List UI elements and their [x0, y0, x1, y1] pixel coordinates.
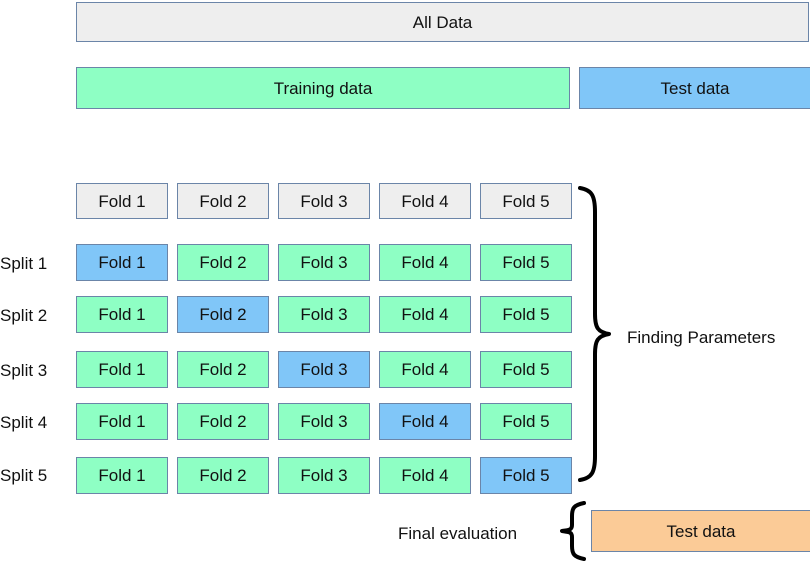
split-label-3: Split 3	[0, 361, 48, 380]
split-2-fold-2: Fold 2	[177, 296, 269, 333]
split-label-5: Split 5	[0, 466, 48, 485]
split-2-fold-4-label: Fold 4	[401, 305, 449, 324]
final-evaluation-label: Final evaluation	[398, 524, 518, 543]
header-fold-1: Fold 1	[76, 183, 168, 219]
split-4-fold-4: Fold 4	[379, 403, 471, 440]
split-3-fold-5: Fold 5	[480, 351, 572, 388]
split-1-fold-5-label: Fold 5	[502, 253, 550, 272]
split-3-fold-2: Fold 2	[177, 351, 269, 388]
final-evaluation-brace	[560, 501, 586, 561]
split-2-fold-3: Fold 3	[278, 296, 370, 333]
finding-parameters-brace	[578, 186, 611, 482]
finding-parameters-label: Finding Parameters	[627, 328, 776, 347]
split-1-fold-2-label: Fold 2	[199, 253, 247, 272]
split-3-fold-5-label: Fold 5	[502, 360, 550, 379]
all-data-label: All Data	[412, 12, 473, 32]
split-label-2: Split 2	[0, 306, 48, 325]
split-4-fold-4-label: Fold 4	[401, 412, 449, 431]
header-fold-2: Fold 2	[177, 183, 269, 219]
split-5-fold-1: Fold 1	[76, 457, 168, 494]
split-1-fold-2: Fold 2	[177, 244, 269, 281]
split-5-fold-5-label: Fold 5	[502, 466, 550, 485]
split-3-fold-4: Fold 4	[379, 351, 471, 388]
split-4-fold-3-label: Fold 3	[300, 412, 348, 431]
split-2-fold-5-label: Fold 5	[502, 305, 550, 324]
header-fold-5: Fold 5	[480, 183, 572, 219]
split-4-fold-2: Fold 2	[177, 403, 269, 440]
split-5-fold-1-label: Fold 1	[98, 466, 146, 485]
split-4-fold-2-label: Fold 2	[199, 412, 247, 431]
split-1-fold-4: Fold 4	[379, 244, 471, 281]
final-test-data-label: Test data	[666, 521, 736, 541]
header-fold-3: Fold 3	[278, 183, 370, 219]
split-label-1: Split 1	[0, 254, 48, 273]
test-data-label: Test data	[660, 78, 730, 98]
header-fold-4-label: Fold 4	[401, 191, 449, 211]
split-3-fold-1-label: Fold 1	[98, 360, 146, 379]
split-1-fold-5: Fold 5	[480, 244, 572, 281]
all-data-bar: All Data	[76, 2, 809, 42]
split-2-fold-1-label: Fold 1	[98, 305, 146, 324]
header-fold-2-label: Fold 2	[199, 191, 247, 211]
split-1-fold-1: Fold 1	[76, 244, 168, 281]
header-fold-5-label: Fold 5	[502, 191, 550, 211]
split-2-fold-3-label: Fold 3	[300, 305, 348, 324]
split-4-fold-5-label: Fold 5	[502, 412, 550, 431]
split-3-fold-4-label: Fold 4	[401, 360, 449, 379]
split-1-fold-1-label: Fold 1	[98, 253, 146, 272]
final-test-data-bar: Test data	[591, 510, 810, 552]
split-2-fold-1: Fold 1	[76, 296, 168, 333]
split-2-fold-4: Fold 4	[379, 296, 471, 333]
split-3-fold-1: Fold 1	[76, 351, 168, 388]
header-fold-4: Fold 4	[379, 183, 471, 219]
header-fold-1-label: Fold 1	[98, 191, 146, 211]
split-3-fold-3: Fold 3	[278, 351, 370, 388]
split-5-fold-4: Fold 4	[379, 457, 471, 494]
training-data-bar: Training data	[76, 67, 570, 109]
split-3-fold-3-label: Fold 3	[300, 360, 348, 379]
header-fold-3-label: Fold 3	[300, 191, 348, 211]
split-1-fold-3-label: Fold 3	[300, 253, 348, 272]
test-data-bar: Test data	[579, 67, 810, 109]
training-data-label: Training data	[273, 78, 373, 98]
split-4-fold-3: Fold 3	[278, 403, 370, 440]
split-3-fold-2-label: Fold 2	[199, 360, 247, 379]
split-2-fold-2-label: Fold 2	[199, 305, 247, 324]
split-5-fold-2-label: Fold 2	[199, 466, 247, 485]
split-4-fold-1: Fold 1	[76, 403, 168, 440]
split-5-fold-3: Fold 3	[278, 457, 370, 494]
split-1-fold-4-label: Fold 4	[401, 253, 449, 272]
split-5-fold-2: Fold 2	[177, 457, 269, 494]
split-5-fold-3-label: Fold 3	[300, 466, 348, 485]
split-2-fold-5: Fold 5	[480, 296, 572, 333]
split-4-fold-1-label: Fold 1	[98, 412, 146, 431]
split-5-fold-4-label: Fold 4	[401, 466, 449, 485]
split-5-fold-5: Fold 5	[480, 457, 572, 494]
split-label-4: Split 4	[0, 413, 48, 432]
split-1-fold-3: Fold 3	[278, 244, 370, 281]
split-4-fold-5: Fold 5	[480, 403, 572, 440]
